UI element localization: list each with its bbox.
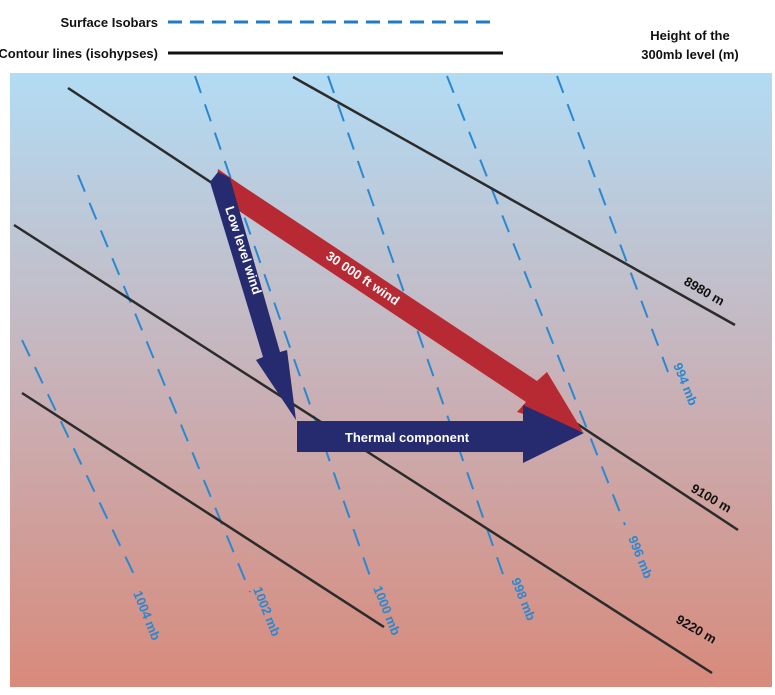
low-level-wind-arrow (210, 172, 296, 420)
legend-isobars-label: Surface Isobars (60, 15, 158, 30)
contour-unlabeled (21, 391, 385, 629)
thermal-component-label: Thermal component (345, 430, 470, 445)
legend: Surface Isobars Contour lines (isohypses… (0, 15, 739, 62)
diagram-background (10, 73, 772, 687)
height-title-line1: Height of the (650, 28, 729, 43)
legend-contours-label: Contour lines (isohypses) (0, 46, 158, 61)
isobar-1004 (21, 339, 139, 584)
thermal-component-arrow (297, 405, 584, 463)
contour-8980 (292, 75, 736, 327)
height-title-line2: 300mb level (m) (641, 47, 739, 62)
isobar-996 (446, 75, 626, 526)
isobar-994 (556, 75, 669, 373)
upper-wind-arrow (216, 169, 583, 432)
